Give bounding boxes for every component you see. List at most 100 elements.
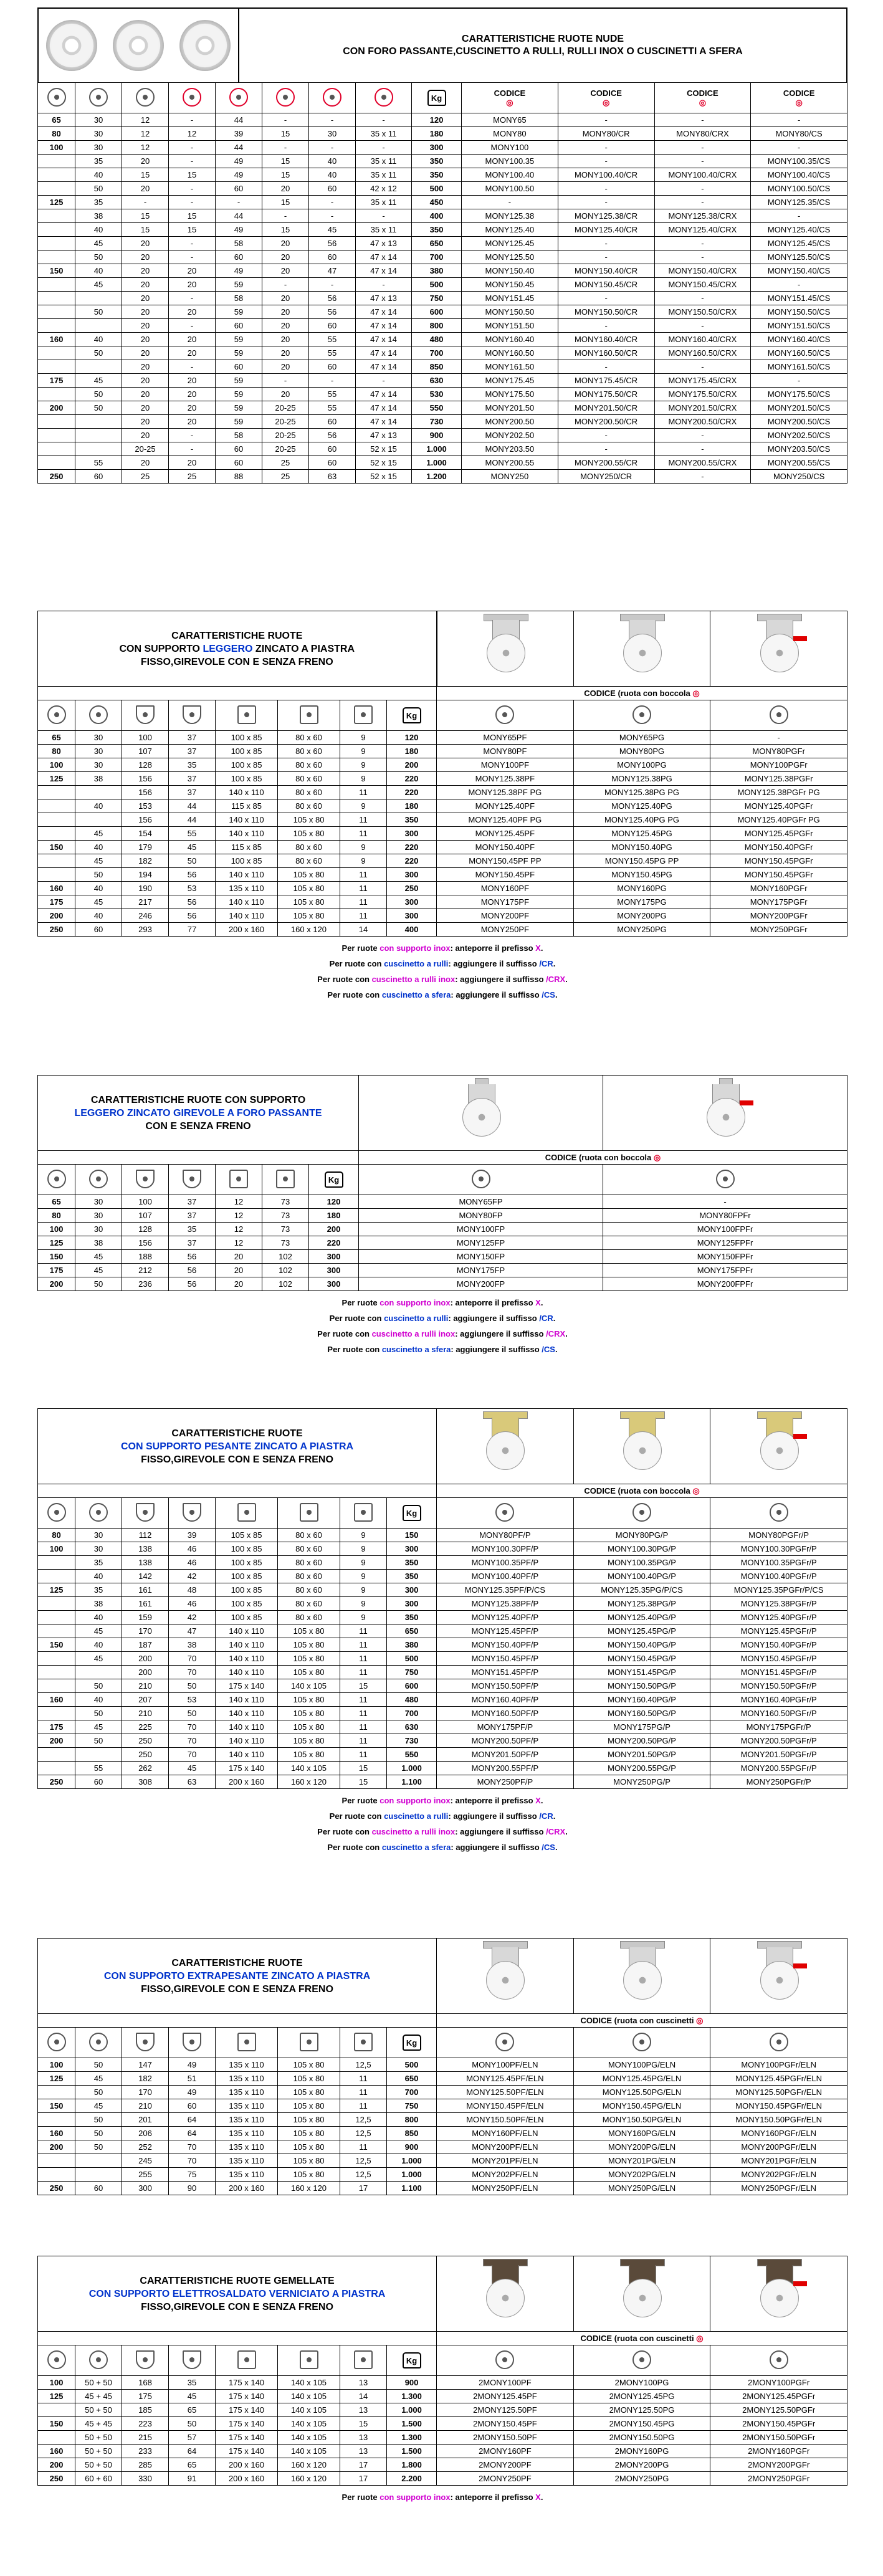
table-cell: MONY150FP — [358, 1249, 603, 1264]
table-cell: 14 — [340, 2389, 387, 2403]
table-cell: 47 x 13 — [355, 236, 412, 250]
diameter-cell — [37, 2112, 75, 2127]
table-cell: MONY80PF — [436, 744, 574, 758]
table-cell: 30 — [75, 1195, 122, 1209]
table-cell: MONY200.50/CS — [750, 414, 847, 429]
table-cell: 47 x 14 — [355, 346, 412, 360]
table-cell: 9 — [340, 730, 387, 745]
diameter-cell — [37, 428, 75, 442]
diameter-cell: 175 — [37, 895, 75, 909]
table-cell: 188 — [122, 1249, 169, 1264]
spec-col — [122, 82, 169, 113]
table-cell: 25 — [168, 469, 216, 484]
table-cell: MONY100PGFr — [710, 758, 847, 772]
table-cell: MONY125.45PGFr/P — [710, 1624, 847, 1638]
table-cell: MONY250PG/P — [573, 1775, 711, 1789]
caster-photo — [573, 611, 711, 687]
load-col: Kg — [386, 1497, 437, 1529]
table-cell: MONY150.40/CS — [750, 264, 847, 278]
table-cell: - — [557, 250, 655, 264]
hole-icon — [354, 1502, 373, 1522]
table-cell: MONY200.50PG/P — [573, 1734, 711, 1748]
diameter-cell — [37, 854, 75, 868]
diameter-cell: 250 — [37, 922, 75, 937]
spec-col — [262, 82, 309, 113]
icon-header-row: Kg — [37, 1497, 847, 1529]
spec-table: CARATTERISTICHE RUOTE CON SUPPORTO EXTRA… — [37, 1938, 847, 2195]
table-cell: 207 — [122, 1692, 169, 1707]
offset-icon — [183, 2032, 201, 2051]
table-cell: 73 — [262, 1236, 309, 1250]
table-cell: 35 x 11 — [355, 168, 412, 182]
table-cell: MONY175.50/CRX — [654, 387, 752, 401]
table-cell: MONY201PF/ELN — [436, 2154, 574, 2168]
table-cell: 88 — [215, 469, 262, 484]
table-cell: 138 — [122, 1555, 169, 1570]
table-cell: - — [461, 195, 558, 209]
diameter-cell: 80 — [37, 1208, 75, 1223]
wheel-width-icon — [89, 705, 108, 724]
table-cell: 80 x 60 — [277, 1528, 340, 1542]
icon-header-row: Kg — [37, 2345, 847, 2376]
table-cell: 56 — [168, 1277, 216, 1291]
load-cell: 730 — [386, 1734, 437, 1748]
table-cell: MONY200.50 — [461, 414, 558, 429]
load-cell: 1.000 — [386, 2167, 437, 2182]
load-cell: 480 — [411, 332, 462, 346]
table-cell: 105 x 80 — [277, 2085, 340, 2099]
table-cell: MONY125.40PF/P — [436, 1610, 574, 1624]
hole-icon — [354, 2350, 373, 2369]
table-cell: - — [557, 113, 655, 127]
table-cell: 49 — [215, 154, 262, 168]
table-cell: MONY125.40PG — [573, 799, 711, 813]
table-cell: 175 x 140 — [215, 2416, 278, 2431]
table-cell: MONY175.45 — [461, 373, 558, 388]
caster-photo — [573, 1408, 711, 1484]
table-cell: - — [168, 195, 216, 209]
hole-icon — [354, 2032, 373, 2051]
table-cell: MONY125.38PF — [436, 771, 574, 786]
table-cell: 105 x 80 — [277, 2099, 340, 2113]
table-cell: 135 x 110 — [215, 2058, 278, 2072]
caster-icon — [495, 2032, 515, 2051]
table-cell: 60 — [215, 442, 262, 456]
table-cell: 49 — [168, 2058, 216, 2072]
wheel-diameter-col — [37, 700, 75, 731]
table-cell: 142 — [122, 1569, 169, 1583]
table-cell: MONY80/CS — [750, 126, 847, 141]
bushing-icon: ◎ — [690, 688, 700, 698]
table-cell: 140 x 105 — [277, 1761, 340, 1775]
table-cell: 11 — [340, 2071, 387, 2086]
bearing-icon: ◎ — [506, 97, 513, 107]
diameter-cell: 100 — [37, 2375, 75, 2390]
code-col — [436, 700, 574, 731]
table-cell: MONY250PGFr — [710, 922, 847, 937]
table-cell: MONY125.40/CRX — [654, 222, 752, 237]
table-cell: MONY151.45/CS — [750, 291, 847, 305]
code-header: CODICE◎ — [750, 82, 847, 113]
diameter-cell — [37, 414, 75, 429]
table-cell: 9 — [340, 1583, 387, 1597]
table-cell: MONY100PF/ELN — [436, 2058, 574, 2072]
spec-table: CARATTERISTICHE RUOTE CON SUPPORTO LEGGE… — [37, 611, 847, 937]
table-cell: 20 — [262, 346, 309, 360]
table-cell: MONY100.40/CS — [750, 168, 847, 182]
wheel-image — [179, 20, 231, 71]
code-col — [573, 700, 711, 731]
diameter-cell — [37, 2167, 75, 2182]
diameter-cell: 100 — [37, 2058, 75, 2072]
table-cell: 12 — [215, 1195, 262, 1209]
table-cell: 20 — [262, 387, 309, 401]
table-cell: 38 — [75, 209, 122, 223]
table-cell: 105 x 80 — [277, 1734, 340, 1748]
table-cell: 35 x 11 — [355, 154, 412, 168]
table-cell: 140 x 105 — [277, 2416, 340, 2431]
table-cell: 11 — [340, 2099, 387, 2113]
